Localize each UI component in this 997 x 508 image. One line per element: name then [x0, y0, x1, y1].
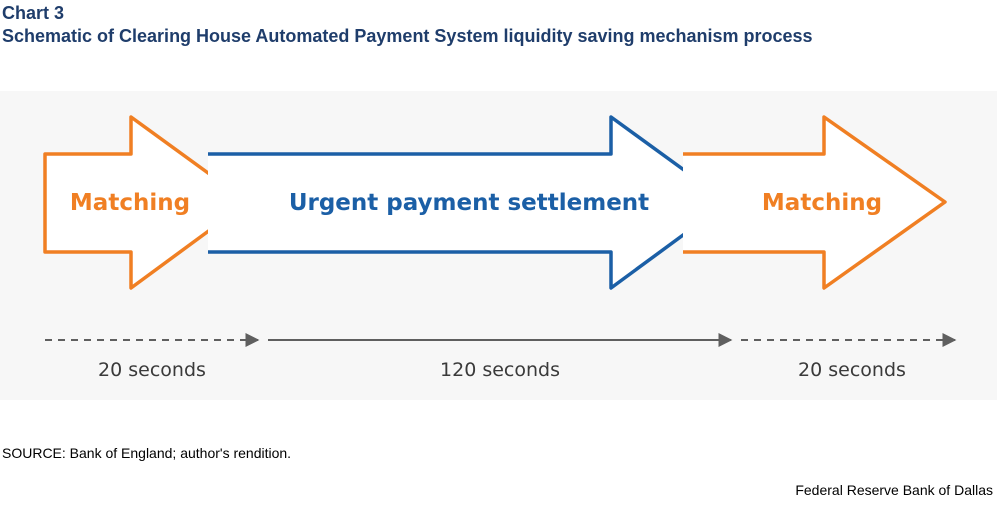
credit-line: Federal Reserve Bank of Dallas	[795, 482, 993, 498]
phase-arrow-matching-2: Matching	[683, 115, 947, 290]
phase-label: Matching	[762, 190, 882, 216]
duration-label: 20 seconds	[98, 359, 206, 381]
chart-title: Schematic of Clearing House Automated Pa…	[2, 26, 813, 46]
duration-label: 120 seconds	[440, 359, 560, 381]
arrow-shape	[43, 115, 250, 290]
phase-label: Urgent payment settlement	[289, 190, 649, 216]
phase-arrow-matching-1: Matching	[43, 115, 250, 290]
timeline: 20 seconds 120 seconds 20 seconds	[45, 333, 957, 381]
chart-number: Chart 3	[2, 3, 65, 23]
phase-label: Matching	[70, 190, 190, 216]
arrow-shape	[683, 115, 947, 290]
source-note: SOURCE: Bank of England; author's rendit…	[2, 445, 292, 461]
duration-label: 20 seconds	[798, 359, 906, 381]
phase-arrow-urgent-settlement: Urgent payment settlement	[208, 115, 730, 290]
